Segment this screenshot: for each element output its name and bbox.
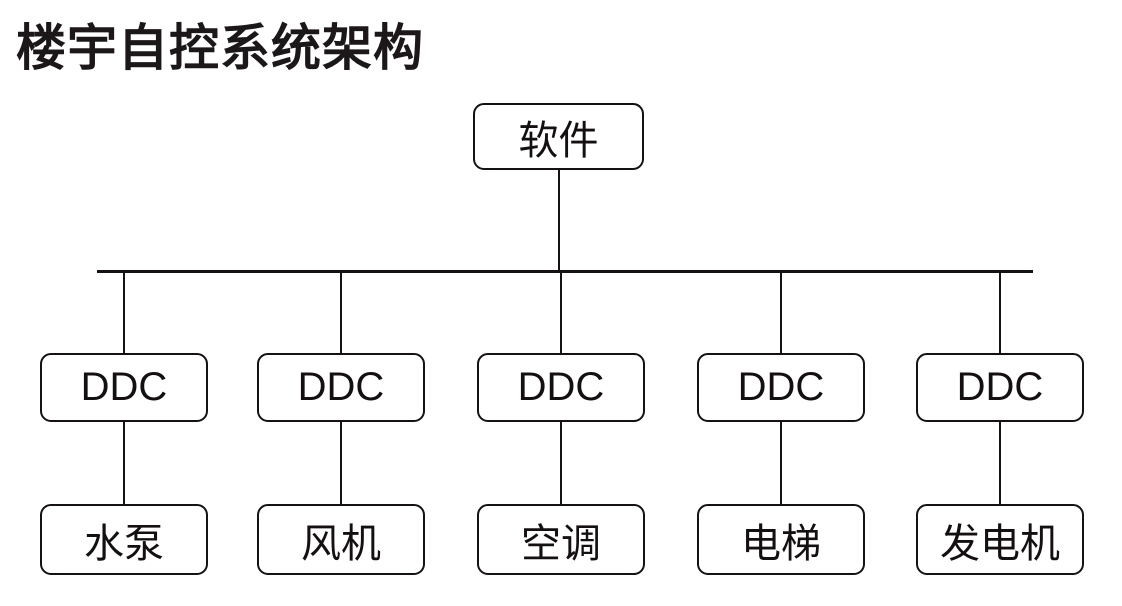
edge-ddc-to-device-4	[780, 421, 782, 505]
node-device-air-conditioner: 空调	[477, 504, 645, 575]
node-ddc-1-label: DDC	[80, 365, 168, 409]
node-ddc-5-label: DDC	[956, 365, 1044, 409]
node-device-water-pump: 水泵	[40, 504, 208, 575]
node-device-air-conditioner-label: 空调	[521, 521, 601, 566]
edge-bus-to-ddc-4	[780, 271, 782, 354]
node-device-generator: 发电机	[916, 504, 1084, 575]
node-ddc-2-label: DDC	[297, 365, 385, 409]
edge-ddc-to-device-1	[123, 421, 125, 505]
node-ddc-4: DDC	[697, 353, 865, 422]
edge-bus-to-ddc-3	[560, 271, 562, 354]
node-device-fan: 风机	[257, 504, 425, 575]
bus-line	[97, 270, 1033, 273]
node-device-fan-label: 风机	[301, 521, 381, 566]
edge-ddc-to-device-2	[340, 421, 342, 505]
edge-software-to-bus	[558, 170, 560, 272]
node-software: 软件	[473, 103, 644, 170]
edge-bus-to-ddc-1	[123, 271, 125, 354]
diagram-title: 楼宇自控系统架构	[16, 20, 424, 76]
node-ddc-3-label: DDC	[517, 365, 605, 409]
node-ddc-2: DDC	[257, 353, 425, 422]
node-software-label: 软件	[518, 118, 599, 163]
node-ddc-4-label: DDC	[737, 365, 825, 409]
edge-ddc-to-device-3	[560, 421, 562, 505]
node-device-water-pump-label: 水泵	[84, 521, 164, 566]
node-ddc-5: DDC	[916, 353, 1084, 422]
node-device-generator-label: 发电机	[940, 521, 1060, 566]
node-device-elevator: 电梯	[697, 504, 865, 575]
node-ddc-3: DDC	[477, 353, 645, 422]
node-ddc-1: DDC	[40, 353, 208, 422]
edge-ddc-to-device-5	[999, 421, 1001, 505]
edge-bus-to-ddc-2	[340, 271, 342, 354]
node-device-elevator-label: 电梯	[741, 521, 821, 566]
edge-bus-to-ddc-5	[999, 271, 1001, 354]
